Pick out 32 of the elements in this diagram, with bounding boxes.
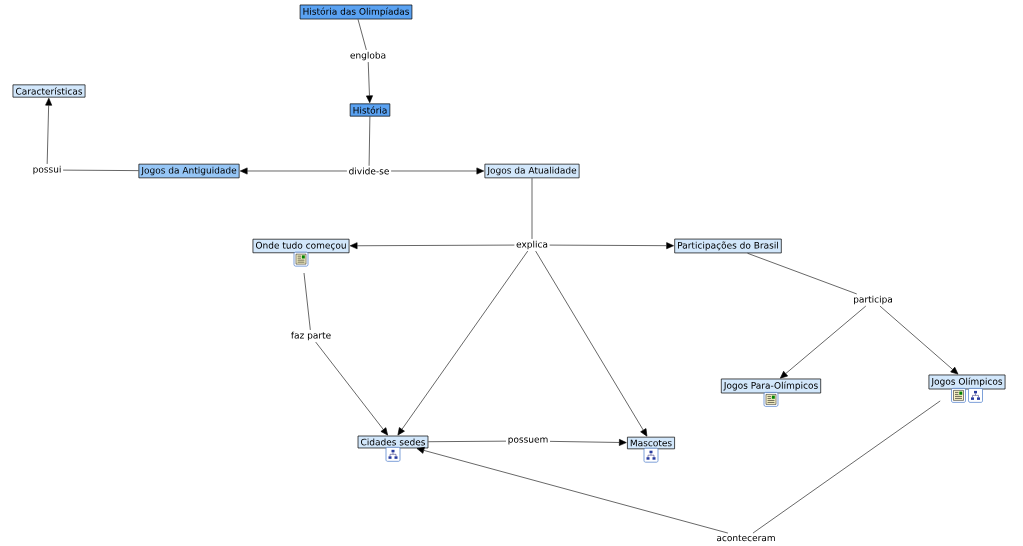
concept-box: Jogos Para-Olímpicos [720,378,822,394]
linking-phrase: aconteceram [714,533,778,543]
arrow [549,242,674,250]
arrow [366,61,373,104]
arrow [239,167,348,175]
concept-box: Jogos da Antiguidade [138,163,240,179]
linking-phrase: explica [514,239,550,251]
linking-phrase: possui [31,164,63,176]
arrow [780,305,867,379]
concept-box: Jogos da Atualidade [484,163,580,179]
linking-phrase: participa [851,294,895,306]
concept-box: História [349,103,391,117]
concept-box: Participações do Brasil [674,238,782,254]
linking-phrase: divide-se [347,166,391,176]
concept-box: Onde tudo começou [252,238,350,254]
concept-box: Mascotes [627,436,675,450]
arrow [879,305,959,375]
concept-box: Características [12,84,86,98]
arrow [390,167,485,175]
arrow [349,242,515,250]
concept-box: História das Olimpíadas [299,4,413,20]
arrow [45,97,53,165]
concept-box: Cidades sedes [357,435,429,449]
arrow [535,250,648,437]
linking-phrase: possuem [506,436,550,446]
arrow [397,250,529,436]
concept-box: Jogos Olímpicos [928,374,1006,390]
linking-phrase: faz parte [289,330,333,342]
arrow [549,439,627,446]
linking-phrase: engloba [348,50,388,62]
arrow [315,341,388,436]
arrow [416,447,729,534]
